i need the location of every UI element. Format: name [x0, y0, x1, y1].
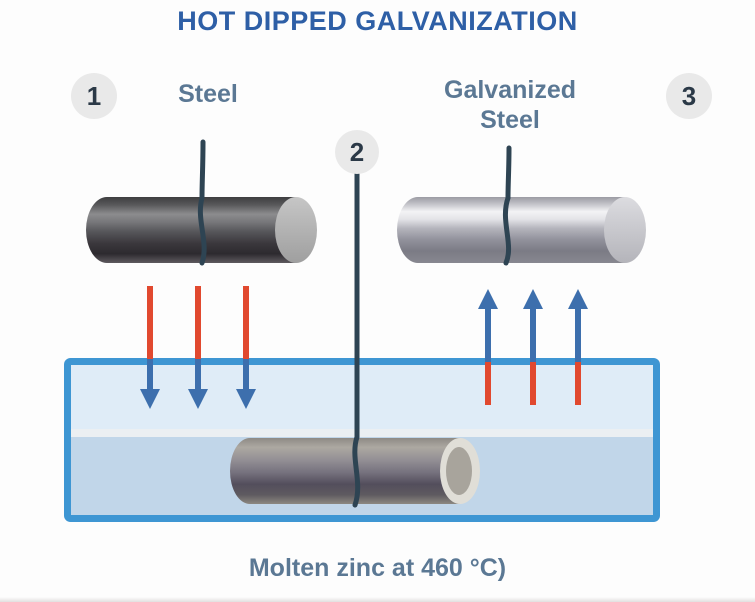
galvanized-rod [397, 145, 646, 266]
step-number-2: 2 [349, 136, 365, 167]
bottom-edge-shadow [0, 597, 755, 602]
steel-rod-body [86, 197, 296, 263]
up-arrow-icon [568, 289, 588, 405]
label-galvanized-line2: Steel [480, 106, 540, 134]
page-title: HOT DIPPED GALVANIZATION [177, 6, 578, 36]
label-steel: Steel [178, 80, 238, 108]
molten-zinc-caption: Molten zinc at 460 °C) [248, 554, 507, 582]
submerged-rod-body [230, 438, 460, 504]
down-arrow-icon [140, 286, 160, 409]
hanging-wire-right [502, 145, 512, 266]
steel-rod-end-cap [275, 197, 317, 263]
up-arrow-icon [523, 289, 543, 405]
down-arrow-icon [188, 286, 208, 409]
up-arrow-icon [478, 289, 498, 405]
step-badge-2: 2 [335, 130, 379, 174]
zinc-bath-surface-line [70, 429, 654, 437]
step-badge-3: 3 [666, 73, 712, 119]
step-badge-1: 1 [71, 73, 117, 119]
dipping-down-arrows [140, 286, 256, 409]
down-arrow-icon [236, 286, 256, 409]
submerged-rod [230, 438, 480, 504]
step-number-3: 3 [681, 80, 697, 111]
galvanized-rod-end-cap [604, 197, 646, 263]
label-galvanized-line1: Galvanized [444, 76, 576, 104]
withdrawal-up-arrows [478, 289, 588, 405]
hanging-wire-left [197, 139, 207, 266]
tank-border [64, 358, 660, 522]
galvanized-rod-body [397, 197, 625, 263]
step-number-1: 1 [86, 80, 102, 111]
hanging-wire-middle [352, 167, 361, 508]
label-galvanized-steel: Galvanized Steel [410, 75, 610, 135]
steel-rod [86, 139, 317, 266]
submerged-rod-end-face [446, 447, 472, 495]
